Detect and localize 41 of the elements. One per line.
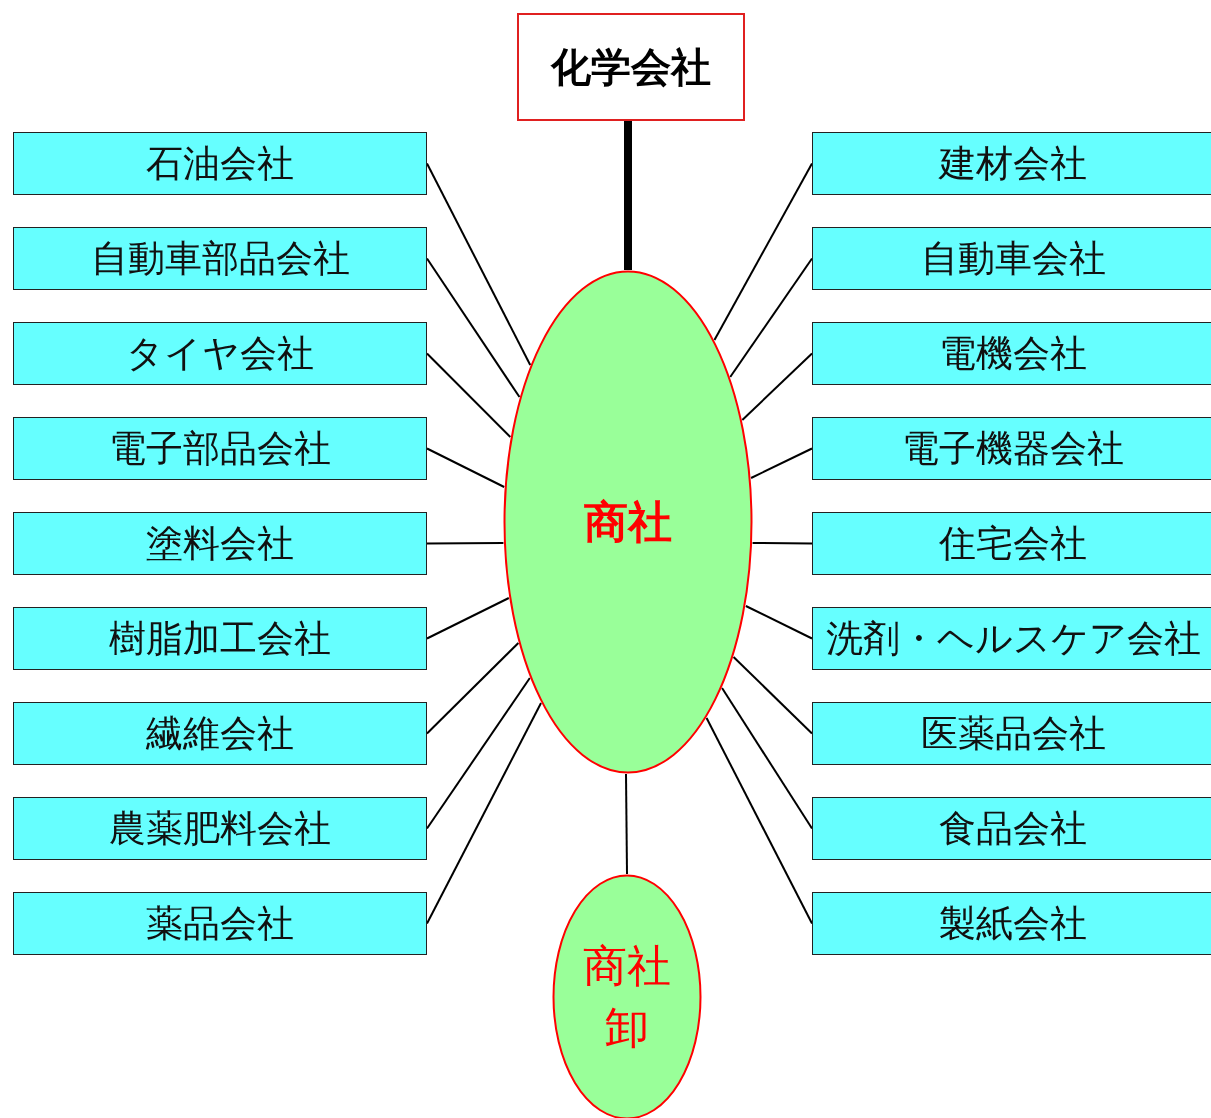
company-box: 薬品会社 — [13, 892, 427, 955]
company-box: 自動車部品会社 — [13, 227, 427, 290]
company-box: 電子機器会社 — [812, 417, 1211, 480]
company-box: 樹脂加工会社 — [13, 607, 427, 670]
company-box: 洗剤・ヘルスケア会社 — [812, 607, 1211, 670]
company-box: 住宅会社 — [812, 512, 1211, 575]
connector-line — [721, 687, 813, 830]
connector-line — [625, 773, 628, 875]
company-box: 製紙会社 — [812, 892, 1211, 955]
connector-line — [713, 162, 813, 341]
node-label: 商社 — [583, 495, 673, 550]
connector-line — [426, 257, 521, 398]
connector-line — [426, 597, 510, 640]
company-box: 建材会社 — [812, 132, 1211, 195]
connector-line — [729, 257, 813, 378]
company-box: 食品会社 — [812, 797, 1211, 860]
company-box: 農薬肥料会社 — [13, 797, 427, 860]
company-box: 石油会社 — [13, 132, 427, 195]
company-box: 医薬品会社 — [812, 702, 1211, 765]
connector-line — [426, 642, 520, 735]
connector-line — [741, 352, 813, 421]
node-label: 商社卸 — [582, 939, 672, 1055]
connector-line — [750, 447, 813, 479]
company-box: 自動車会社 — [812, 227, 1211, 290]
connector-line — [426, 542, 505, 545]
connector-line — [744, 605, 813, 640]
connector-line — [426, 702, 543, 925]
connector-line — [732, 656, 813, 735]
connector-line — [426, 162, 532, 366]
company-box: 電機会社 — [812, 322, 1211, 385]
company-box: 繊維会社 — [13, 702, 427, 765]
connector-line — [751, 542, 813, 545]
company-box: 塗料会社 — [13, 512, 427, 575]
company-box: 電子部品会社 — [13, 417, 427, 480]
connector-line — [426, 677, 531, 830]
connector-line — [426, 447, 506, 488]
company-box: 化学会社 — [517, 13, 745, 121]
connector-line — [624, 121, 632, 270]
company-box: タイヤ会社 — [13, 322, 427, 385]
connector-line — [705, 717, 813, 925]
connector-line — [426, 352, 512, 438]
